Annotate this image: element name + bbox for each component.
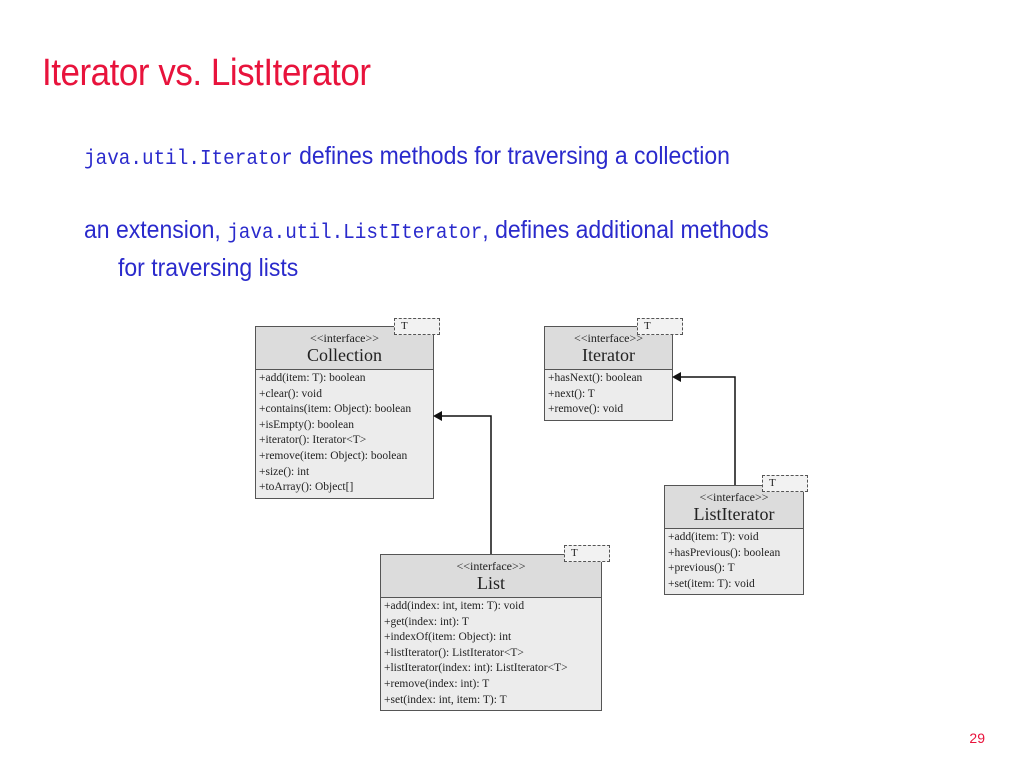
uml-class-list: <<interface>> List +add(index: int, item… bbox=[380, 554, 602, 712]
arrow-list-to-collection bbox=[433, 411, 492, 554]
operation: +remove(index: int): T bbox=[384, 677, 490, 690]
iterator-operations: +hasNext(): boolean +next(): T +remove()… bbox=[545, 370, 672, 420]
operation: +add(item: T): void bbox=[668, 531, 759, 543]
bullet-listiterator-line2: for traversing lists bbox=[118, 254, 299, 282]
bullet-iterator-code: java.util.Iterator bbox=[84, 148, 293, 171]
iterator-name: Iterator bbox=[582, 345, 635, 365]
operation: +indexOf(item: Object): int bbox=[384, 631, 512, 644]
operation: +remove(item: Object): boolean bbox=[259, 449, 408, 462]
operation: +previous(): T bbox=[668, 562, 735, 575]
operation: +clear(): void bbox=[259, 387, 322, 400]
list-stereotype: <<interface>> bbox=[456, 559, 526, 573]
operation: +iterator(): Iterator<T> bbox=[259, 434, 367, 447]
collection-type-param: T bbox=[394, 318, 440, 335]
operation: +set(index: int, item: T): T bbox=[384, 693, 507, 706]
operation: +set(item: T): void bbox=[668, 577, 755, 590]
operation: +next(): T bbox=[548, 387, 595, 400]
page-number: 29 bbox=[969, 730, 985, 746]
operation: +add(item: T): boolean bbox=[259, 372, 366, 384]
uml-class-listiterator: <<interface>> ListIterator +add(item: T)… bbox=[664, 485, 804, 596]
operation: +isEmpty(): boolean bbox=[259, 418, 354, 431]
bullet-listiterator-code: java.util.ListIterator bbox=[227, 222, 483, 245]
operation: +listIterator(): ListIterator<T> bbox=[384, 646, 524, 659]
arrow-listiterator-to-iterator bbox=[672, 372, 736, 485]
list-header: <<interface>> List bbox=[381, 555, 601, 598]
operation: +toArray(): Object[] bbox=[259, 481, 354, 494]
bullet-iterator: java.util.Iterator defines methods for t… bbox=[84, 142, 730, 171]
bullet-listiterator-suffix: , defines additional methods bbox=[482, 216, 769, 244]
iterator-type-param: T bbox=[637, 318, 683, 335]
bullet-listiterator: an extension, java.util.ListIterator, de… bbox=[84, 216, 769, 245]
operation: +add(index: int, item: T): void bbox=[384, 600, 525, 612]
listiterator-operations: +add(item: T): void +hasPrevious(): bool… bbox=[665, 529, 803, 595]
list-type-param: T bbox=[564, 545, 610, 562]
operation: +hasPrevious(): boolean bbox=[668, 546, 781, 559]
operation: +listIterator(index: int): ListIterator<… bbox=[384, 662, 568, 675]
listiterator-header: <<interface>> ListIterator bbox=[665, 486, 803, 529]
bullet-iterator-text: defines methods for traversing a collect… bbox=[292, 142, 730, 170]
operation: +remove(): void bbox=[548, 403, 624, 416]
list-name: List bbox=[476, 573, 505, 593]
listiterator-type-param: T bbox=[762, 475, 808, 492]
collection-operations: +add(item: T): boolean +clear(): void +c… bbox=[256, 370, 433, 498]
operation: +hasNext(): boolean bbox=[548, 372, 643, 384]
slide-title: Iterator vs. ListIterator bbox=[42, 52, 371, 94]
listiterator-stereotype: <<interface>> bbox=[699, 490, 769, 504]
operation: +size(): int bbox=[259, 465, 310, 478]
listiterator-name: ListIterator bbox=[693, 504, 775, 524]
collection-name: Collection bbox=[307, 345, 382, 365]
collection-stereotype: <<interface>> bbox=[309, 331, 380, 345]
uml-class-collection: <<interface>> Collection +add(item: T): … bbox=[255, 326, 434, 499]
bullet-listiterator-prefix: an extension, bbox=[84, 216, 228, 244]
operation: +get(index: int): T bbox=[384, 615, 469, 628]
operation: +contains(item: Object): boolean bbox=[259, 403, 412, 416]
list-operations: +add(index: int, item: T): void +get(ind… bbox=[381, 598, 601, 711]
iterator-stereotype: <<interface>> bbox=[573, 331, 644, 345]
